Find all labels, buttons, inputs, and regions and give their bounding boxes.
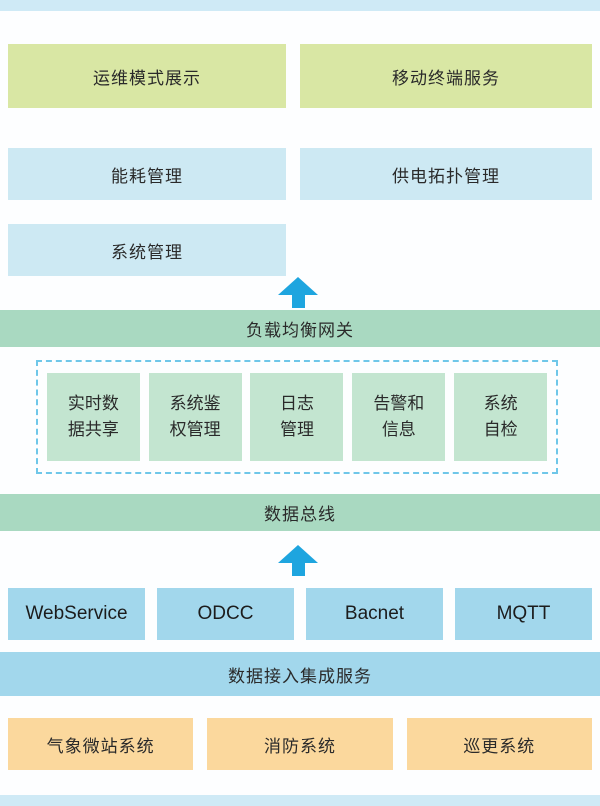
up-arrow-stem: [291, 295, 305, 308]
fire-protection-system-box: 消防系统: [207, 718, 393, 770]
power-topology-management-box: 供电拓扑管理: [300, 148, 592, 200]
system-management-box: 系统管理: [8, 224, 286, 276]
mobile-terminal-service-box: 移动终端服务: [300, 44, 592, 108]
external-systems-row: 气象微站系统 消防系统 巡更系统: [8, 718, 592, 770]
up-arrow-head: [278, 277, 318, 295]
system-self-check-box: 系统 自检: [454, 373, 548, 461]
bacnet-protocol-box: Bacnet: [306, 588, 443, 640]
load-balancing-gateway-banner: 负载均衡网关: [0, 310, 600, 347]
gateway-services-frame: 实时数 据共享 系统鉴 权管理 日志 管理 告警和 信息 系统 自检: [36, 360, 558, 474]
protocol-row: WebService ODCC Bacnet MQTT: [8, 588, 592, 640]
weather-microstation-system-box: 气象微站系统: [8, 718, 194, 770]
data-ingest-integration-banner: 数据接入集成服务: [0, 652, 600, 696]
data-bus-banner: 数据总线: [0, 494, 600, 531]
bottom-edge-strip: [0, 795, 600, 806]
patrol-system-box: 巡更系统: [406, 718, 592, 770]
realtime-data-sharing-box: 实时数 据共享: [46, 373, 140, 461]
energy-management-box: 能耗管理: [8, 148, 286, 200]
up-arrow-stem: [291, 563, 305, 576]
alarm-info-box: 告警和 信息: [352, 373, 446, 461]
up-arrow-icon: [278, 545, 318, 576]
odcc-protocol-box: ODCC: [157, 588, 294, 640]
top-edge-strip: [0, 0, 600, 11]
up-arrow-head: [278, 545, 318, 563]
log-management-box: 日志 管理: [250, 373, 344, 461]
webservice-protocol-box: WebService: [8, 588, 145, 640]
mqtt-protocol-box: MQTT: [455, 588, 592, 640]
system-auth-management-box: 系统鉴 权管理: [148, 373, 242, 461]
up-arrow-icon: [278, 277, 318, 308]
ops-mode-display-box: 运维模式展示: [8, 44, 286, 108]
